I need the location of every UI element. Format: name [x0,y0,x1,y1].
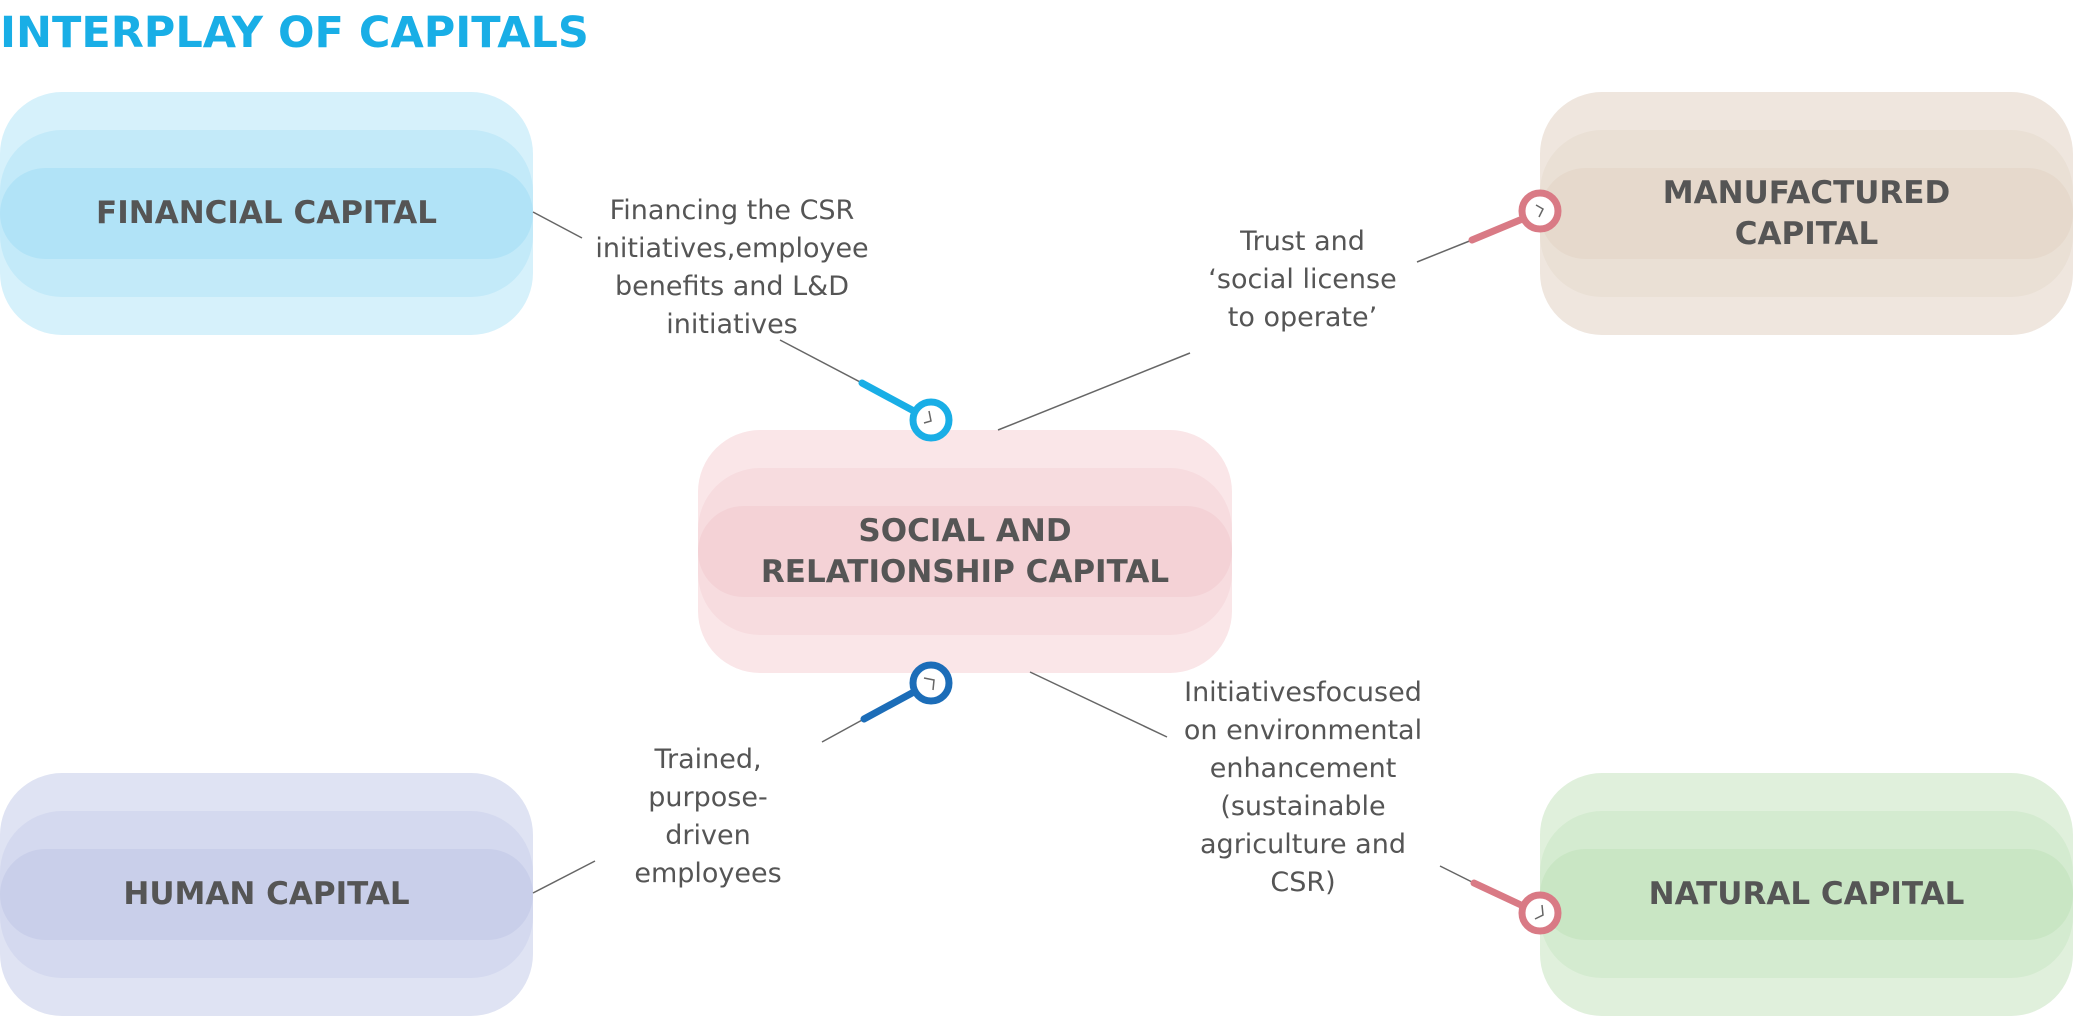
social-relationship-capital-label: SOCIAL AND RELATIONSHIP CAPITAL [760,512,1170,590]
relation-social-manufactured-label: Trust and ‘social license to operate’ [1208,226,1397,333]
pin-icon-social-natural [1470,879,1562,935]
page-title: INTERPLAY OF CAPITALS [0,8,589,58]
line-trained-label-to-human [532,860,596,894]
manufactured-capital-label: MANUFACTURED CAPITAL [1662,174,1951,252]
relation-human-social-label: Trained, purpose- driven employees [634,744,782,889]
line-financial-to-label [532,211,583,239]
line-initiatives-label-to-pink-pin [1439,865,1475,884]
line-darkblue-pin-to-trained-label [821,718,865,743]
line-label-to-blue-pin [779,339,863,384]
pin-icon-financial-social [858,379,953,442]
pin-icon-human-social [860,661,953,723]
line-social-to-initiatives-label [1029,671,1168,738]
pin-icon-social-manufactured [1468,189,1562,244]
relation-social-natural-label: Initiativesfocused on environmental enha… [1183,677,1423,898]
financial-capital-label: FINANCIAL CAPITAL [96,195,437,231]
relation-financial-social-label: Financing the CSR initiatives,employee b… [595,195,869,340]
human-capital-label: HUMAN CAPITAL [123,876,410,912]
line-trust-label-to-pink-pin [1416,239,1473,263]
line-social-to-trust-label [997,352,1191,431]
natural-capital-label: NATURAL CAPITAL [1648,876,1965,912]
